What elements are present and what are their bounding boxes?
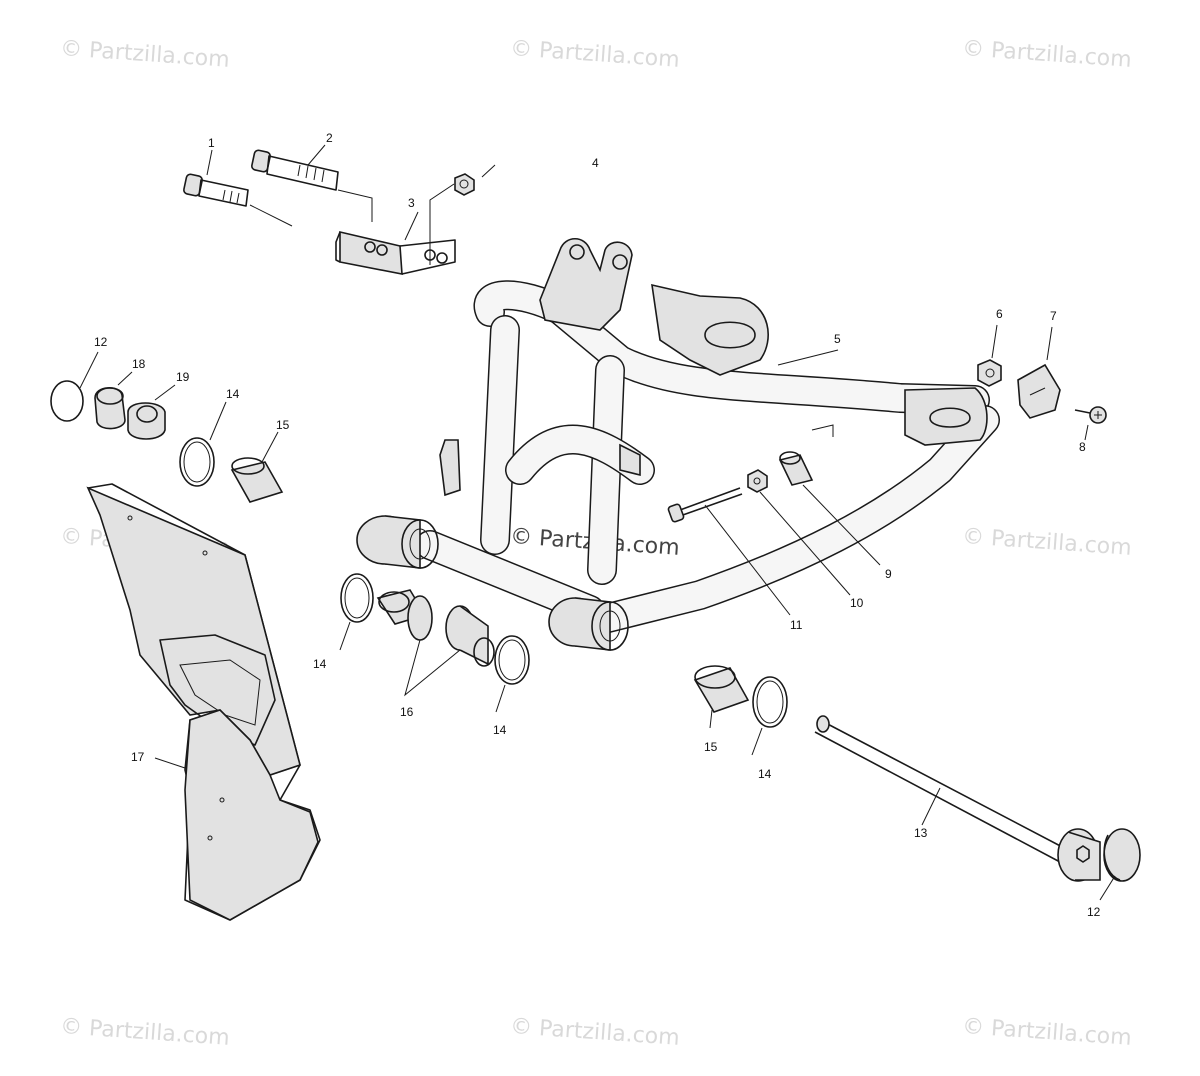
part-10-nut	[747, 469, 851, 596]
callout-4: 4	[592, 156, 599, 170]
callout-7: 7	[1050, 309, 1057, 323]
part-14-ring-lower-center	[494, 635, 530, 713]
callout-11: 11	[790, 618, 803, 632]
callout-12-right: 12	[1087, 905, 1101, 919]
part-8-screw	[1074, 406, 1107, 441]
part-5-swingarm	[356, 237, 1000, 651]
part-15-bushing-top	[230, 431, 284, 503]
callout-13: 13	[914, 826, 928, 840]
part-4-nut	[429, 164, 496, 265]
callout-14-lower-left: 14	[313, 657, 327, 671]
callout-16: 16	[400, 705, 414, 719]
part-9-spacer	[778, 424, 881, 566]
leader-2	[307, 144, 326, 166]
callout-19: 19	[176, 370, 190, 384]
callout-12-left: 12	[94, 335, 108, 349]
callout-18: 18	[132, 357, 146, 371]
part-16-flanged-bushings	[376, 589, 495, 697]
part-2-bolt	[251, 149, 373, 222]
part-14-ring-lower-left	[339, 573, 374, 651]
part-12-cap-left	[50, 351, 99, 422]
callout-2: 2	[326, 131, 333, 145]
callout-14-lower-right: 14	[758, 767, 772, 781]
callout-9: 9	[885, 567, 892, 581]
part-17-skid-plate	[86, 483, 321, 921]
part-13-axle-bolt	[814, 715, 1101, 882]
part-12-cap-right	[1099, 828, 1141, 901]
part-14-ring-lower-right	[751, 676, 788, 756]
leader-1	[206, 149, 213, 176]
part-18-nut	[94, 371, 133, 430]
callout-8: 8	[1079, 440, 1086, 454]
callout-10: 10	[850, 596, 864, 610]
callout-15-lower: 15	[704, 740, 718, 754]
callout-14-top: 14	[226, 387, 240, 401]
part-14-ring-top	[179, 401, 227, 487]
callout-15-top: 15	[276, 418, 290, 432]
callout-14-lower-center: 14	[493, 723, 507, 737]
part-1-bolt	[183, 173, 293, 227]
callout-5: 5	[834, 332, 841, 346]
part-3-bracket	[335, 211, 456, 275]
part-19-washer	[127, 384, 176, 440]
callout-3: 3	[408, 196, 415, 210]
part-11-bolt	[667, 487, 791, 616]
part-7-adjuster	[1017, 326, 1061, 419]
part-15-bushing-lower	[693, 665, 750, 729]
part-6-nut	[977, 324, 1002, 387]
callout-1: 1	[208, 136, 215, 150]
callout-6: 6	[996, 307, 1003, 321]
callout-17: 17	[131, 750, 145, 764]
